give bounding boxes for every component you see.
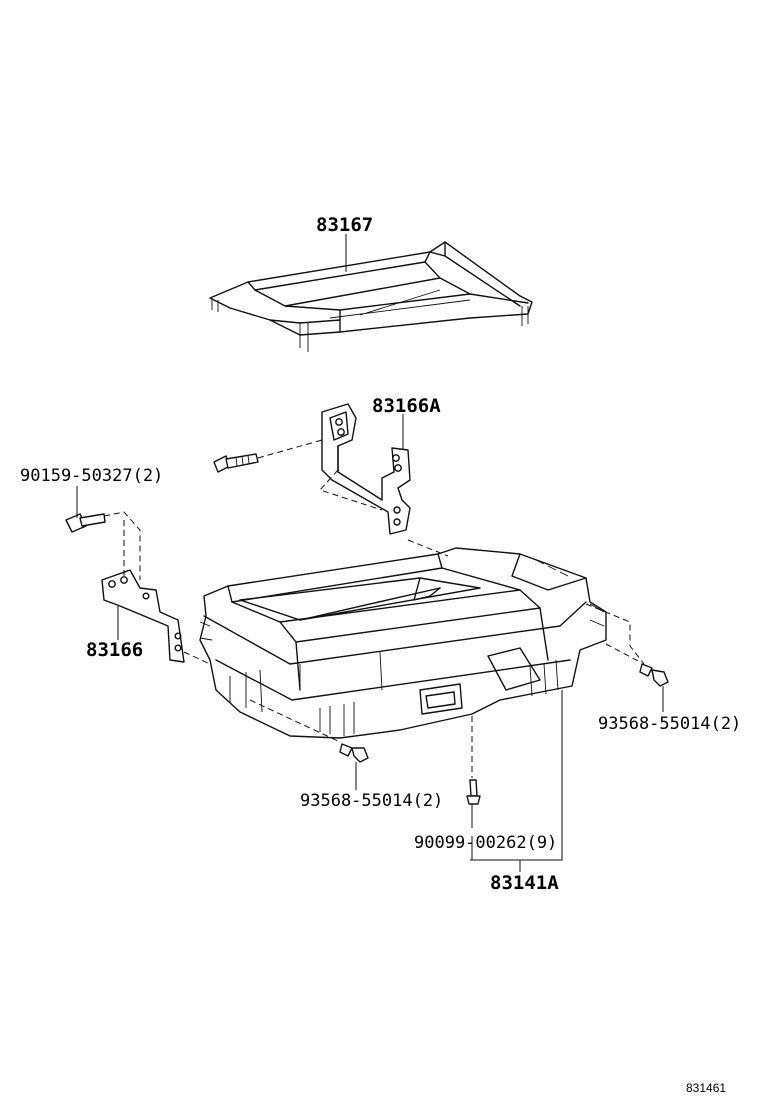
bracket-left-part: [101, 569, 185, 663]
screw-lower-part: [339, 743, 369, 763]
diagram-ref-number: 831461: [686, 1081, 726, 1095]
bolt-upper-part: [213, 453, 259, 473]
label-83141a: 83141A: [490, 872, 559, 894]
screw-small-part: [466, 779, 481, 805]
bracket-right-part: [321, 403, 411, 535]
bolt-90159-part: [65, 513, 106, 533]
label-93568-55014-lower: 93568-55014(2): [300, 791, 443, 811]
screw-right-part: [639, 663, 669, 687]
label-83166a: 83166A: [372, 395, 441, 417]
tray-cover-part: [209, 241, 533, 352]
alignment-lines: [103, 439, 645, 778]
label-83166: 83166: [86, 639, 143, 661]
label-83167: 83167: [316, 214, 373, 236]
box-assembly-part: [199, 547, 607, 739]
label-93568-55014-right: 93568-55014(2): [598, 714, 741, 734]
leader-lines: [76, 234, 664, 872]
label-90159-50327: 90159-50327(2): [20, 466, 163, 486]
label-90099-00262: 90099-00262(9): [414, 833, 557, 853]
